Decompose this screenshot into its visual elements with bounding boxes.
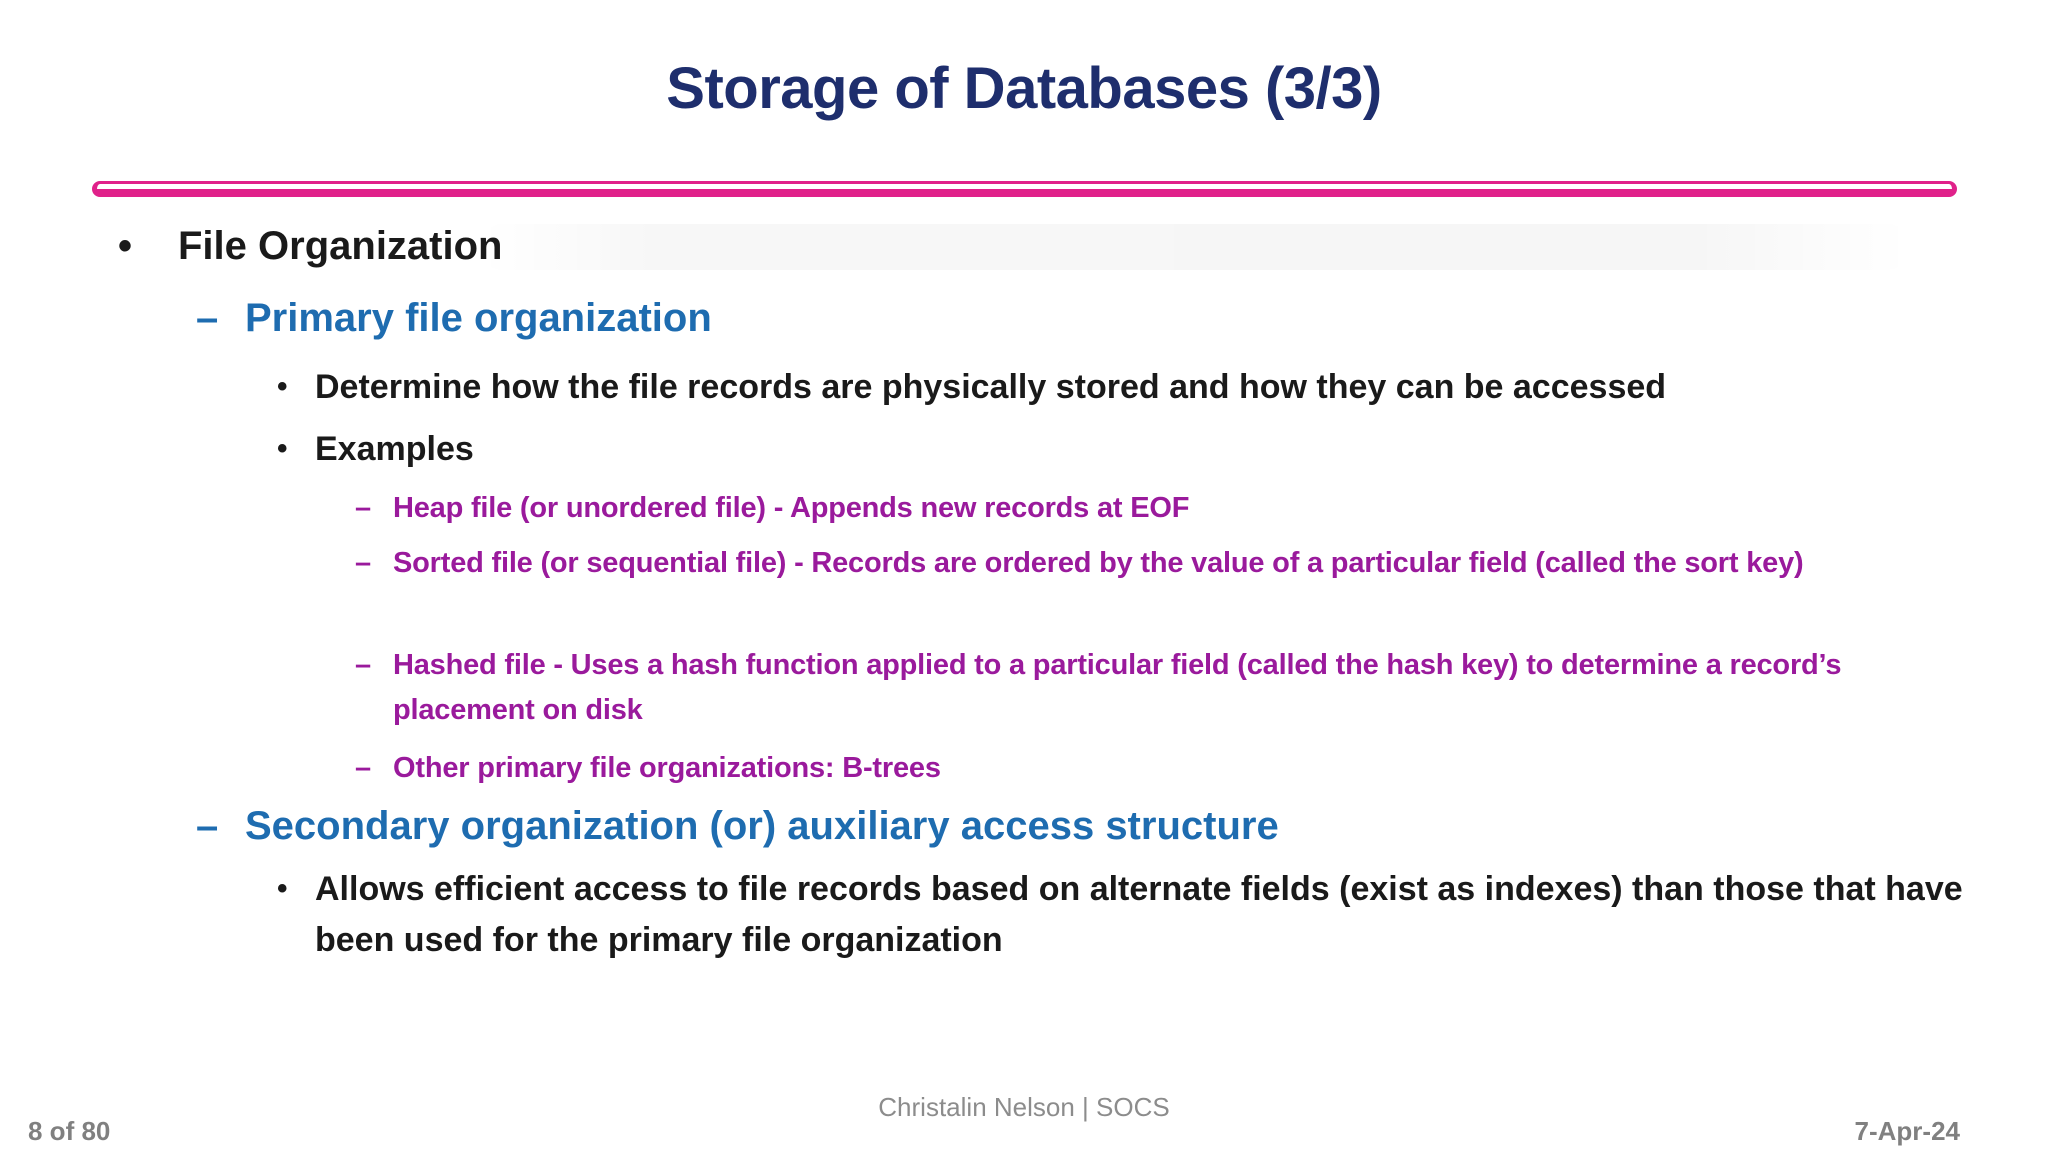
- bullet-dot-icon: [277, 864, 315, 911]
- heading-text: Primary file organization: [245, 296, 712, 340]
- bullet-other-organizations: Other primary file organizations: B-tree…: [355, 746, 941, 791]
- footer-author: Christalin Nelson | SOCS: [878, 1092, 1170, 1122]
- bullet-dot-icon: [277, 424, 315, 471]
- bullet-text: Determine how the file records are physi…: [315, 368, 1667, 406]
- dash-icon: [355, 746, 393, 791]
- dash-icon: [196, 804, 245, 849]
- bullet-sorted-file: Sorted file (or sequential file) - Recor…: [355, 541, 1804, 586]
- bullet-determine: Determine how the file records are physi…: [277, 362, 1666, 413]
- dash-icon: [355, 486, 393, 531]
- bullet-text: Hashed file - Uses a hash function appli…: [393, 649, 1842, 726]
- title-divider-rule: [92, 181, 1957, 197]
- bullet-heap-file: Heap file (or unordered file) - Appends …: [355, 486, 1189, 531]
- footer-date: 7-Apr-24: [1854, 1116, 1960, 1146]
- bullet-hashed-file: Hashed file - Uses a hash function appli…: [355, 643, 1945, 733]
- footer-page-number: 8 of 80: [28, 1116, 111, 1146]
- heading-secondary-organization: Secondary organization (or) auxiliary ac…: [196, 804, 1279, 849]
- bullet-dot-icon: [277, 362, 315, 409]
- slide-title: Storage of Databases (3/3): [666, 56, 1382, 121]
- bullet-examples: Examples: [277, 424, 474, 475]
- highlight-band: [480, 224, 1910, 270]
- heading-text: Secondary organization (or) auxiliary ac…: [245, 804, 1279, 848]
- bullet-text: File Organization: [178, 224, 503, 268]
- bullet-text: Other primary file organizations: B-tree…: [393, 752, 941, 784]
- bullet-text: Examples: [315, 430, 474, 468]
- bullet-dot-icon: [118, 224, 178, 269]
- bullet-text: Heap file (or unordered file) - Appends …: [393, 492, 1190, 524]
- dash-icon: [355, 541, 393, 586]
- heading-primary-file-organization: Primary file organization: [196, 296, 712, 341]
- dash-icon: [355, 643, 393, 688]
- bullet-allows-access: Allows efficient access to file records …: [277, 864, 1975, 966]
- bullet-file-organization: File Organization: [118, 224, 502, 269]
- bullet-text: Sorted file (or sequential file) - Recor…: [393, 547, 1804, 579]
- bullet-text: Allows efficient access to file records …: [315, 870, 1963, 959]
- dash-icon: [196, 296, 245, 341]
